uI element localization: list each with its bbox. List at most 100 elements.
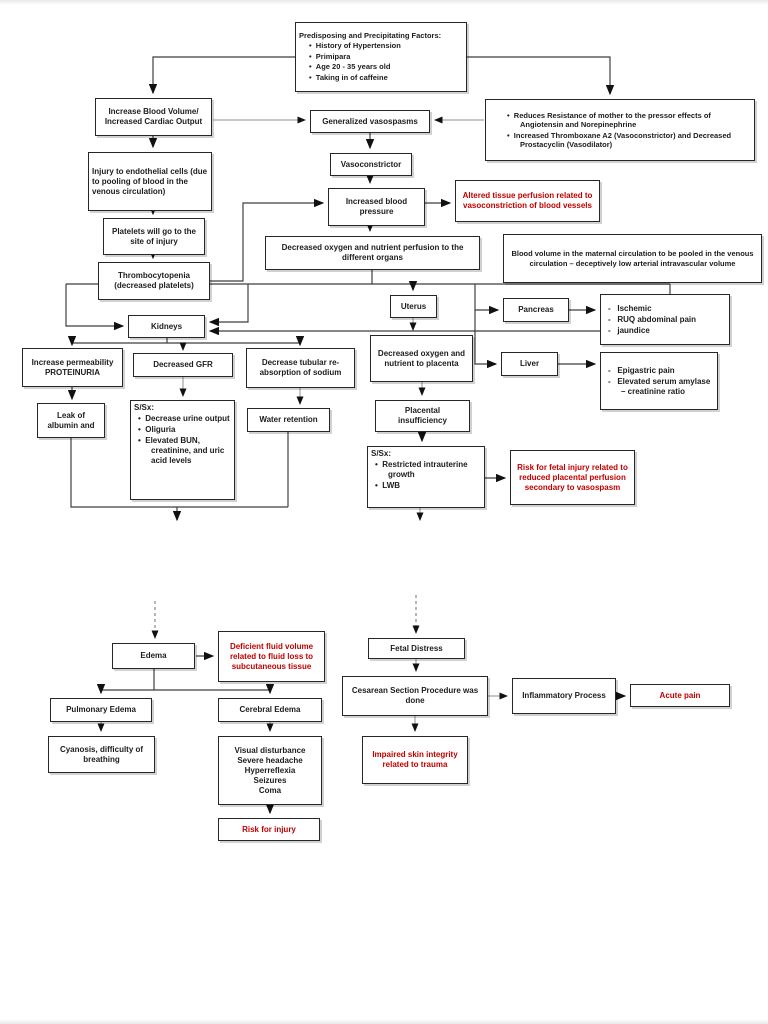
node-label: S/Sx: [371,449,392,458]
node-text: Uterus [400,301,427,311]
node-label: S/Sx: [134,403,155,412]
node-text: Decreased oxygen and nutrient to placent… [377,348,466,368]
node-text: Cesarean Section Procedure was done [351,686,479,705]
list-item: Decrease urine output [138,414,231,424]
node-text: Generalized vasospasms [322,116,418,126]
node-increase-permeability: Increase permeability PROTEINURIA [22,348,123,387]
node-text: Cerebral Edema [239,705,301,714]
node-text: Pancreas [518,305,554,314]
node-text: Decrease tubular re- [261,358,340,367]
node-text: Water retention [259,415,318,424]
list-item: Primipara [309,52,463,61]
node-text: Liver [519,359,540,368]
node-text: Risk for injury [242,824,296,834]
node-text: albumin and [47,420,95,430]
node-text: Vasoconstrictor [340,159,402,169]
node-thrombocytopenia: Thrombocytopenia (decreased platelets) [98,262,210,300]
node-text: Injury to endothelial cells (due to pool… [92,166,208,196]
node-text: pressure [359,207,394,216]
node-text: (decreased platelets) [114,281,194,290]
node-decreased-perfusion-organs: Decreased oxygen and nutrient perfusion … [265,236,480,270]
node-risk-for-injury: Risk for injury [218,818,320,841]
node-text: Risk for fetal injury related to reduced… [517,462,628,492]
list-item: Epigastric pain [608,366,714,376]
node-text: Increase permeability [31,357,114,367]
node-pancreas: Pancreas [503,298,569,322]
node-text: Platelets will go to the site of injury [111,226,196,246]
node-impaired-skin-integrity: Impaired skin integrity related to traum… [362,736,468,784]
node-pancreas-findings: Ischemic RUQ abdominal pain jaundice [600,294,730,345]
node-platelets: Platelets will go to the site of injury [103,218,205,255]
node-acute-pain: Acute pain [630,684,730,707]
node-title: Predisposing and Precipitating Factors: [299,31,442,41]
node-fetal-distress: Fetal Distress [368,638,465,659]
node-kidneys: Kidneys [128,315,205,338]
page-bottom-edge [0,1019,768,1024]
node-text: Pulmonary Edema [66,705,136,714]
node-text: Severe headache [237,755,303,765]
list-item: Taking in of caffeine [309,73,463,82]
list-item: Elevated serum amylase – creatinine rati… [608,377,714,397]
node-decrease-tubular-reabsorption: Decrease tubular re- absorption of sodiu… [246,348,355,388]
node-text: Altered tissue perfusion related to vaso… [462,191,593,210]
node-kidney-signs-symptoms: S/Sx: Decrease urine output Oliguria Ele… [130,400,235,500]
node-edema: Edema [112,643,195,669]
node-text: Thrombocytopenia [117,271,190,280]
node-cyanosis: Cyanosis, difficulty of breathing [48,736,155,773]
node-pulmonary-edema: Pulmonary Edema [50,698,152,722]
node-text: Seizures [253,775,287,785]
node-decreased-oxygen-placenta: Decreased oxygen and nutrient to placent… [370,335,473,382]
node-text: Decreased oxygen and nutrient perfusion … [281,243,464,262]
node-text: Visual disturbance [234,745,306,755]
node-deficient-fluid-volume: Deficient fluid volume related to fluid … [218,631,325,682]
node-text: Kidneys [150,321,183,331]
node-text: Increased blood [345,197,408,206]
node-text: absorption of sodium [259,368,342,377]
node-increase-blood-volume: Increase Blood Volume/ Increased Cardiac… [95,98,212,136]
node-text: Leak of [56,410,85,420]
list-item: Elevated BUN, creatinine, and uric acid … [138,436,231,466]
node-placenta-signs-symptoms: S/Sx: Restricted intrauterine growth LWB [367,446,485,508]
list-item: Age 20 - 35 years old [309,62,463,71]
list-item: Reduces Resistance of mother to the pres… [507,111,751,130]
node-liver: Liver [501,352,558,376]
node-decreased-gfr: Decreased GFR [133,353,233,377]
node-altered-tissue-perfusion: Altered tissue perfusion related to vaso… [455,180,600,222]
node-text: Decreased GFR [153,360,213,369]
node-liver-findings: Epigastric pain Elevated serum amylase –… [600,352,718,410]
page-top-edge [0,0,768,5]
list-item: Increased Thromboxane A2 (Vasoconstricto… [507,131,751,150]
node-uterus: Uterus [390,295,437,318]
node-text: Deficient fluid volume related to fluid … [229,641,314,671]
node-text: Edema [140,651,167,660]
node-cerebral-edema: Cerebral Edema [218,698,322,722]
list-item: jaundice [608,326,726,336]
list-item: History of Hypertension [309,41,463,50]
node-text: Fetal Distress [390,643,443,653]
node-text: PROTEINURIA [44,367,101,377]
node-text: Cyanosis, difficulty of breathing [59,744,144,764]
node-risk-fetal-injury: Risk for fetal injury related to reduced… [510,450,635,505]
node-text: insufficiency [398,416,447,425]
node-inflammatory-process: Inflammatory Process [512,678,616,714]
node-water-retention: Water retention [247,408,330,432]
node-cerebral-symptoms: Visual disturbance Severe headache Hyper… [218,736,322,805]
node-pressor-effects: Reduces Resistance of mother to the pres… [485,99,755,161]
list-item: RUQ abdominal pain [608,315,726,325]
node-text: Impaired skin integrity related to traum… [372,750,458,769]
node-cesarean-section: Cesarean Section Procedure was done [342,676,488,716]
node-leak-of-albumin: Leak of albumin and [37,403,105,438]
node-text: Hyperreflexia [244,765,296,775]
node-text: Coma [258,785,282,795]
node-blood-volume-pooled: Blood volume in the maternal circulation… [503,234,762,283]
node-text: Increased Cardiac Output [104,117,203,126]
node-text: Placental [404,406,441,415]
node-generalized-vasospasms: Generalized vasospasms [310,110,430,133]
list-item: Restricted intrauterine growth [375,460,481,480]
node-text: Acute pain [659,690,701,700]
node-text: Increase Blood Volume/ [108,107,199,116]
list-item: LWB [375,481,481,491]
node-text: Blood volume in the maternal circulation… [511,249,754,268]
list-item: Oliguria [138,425,231,435]
